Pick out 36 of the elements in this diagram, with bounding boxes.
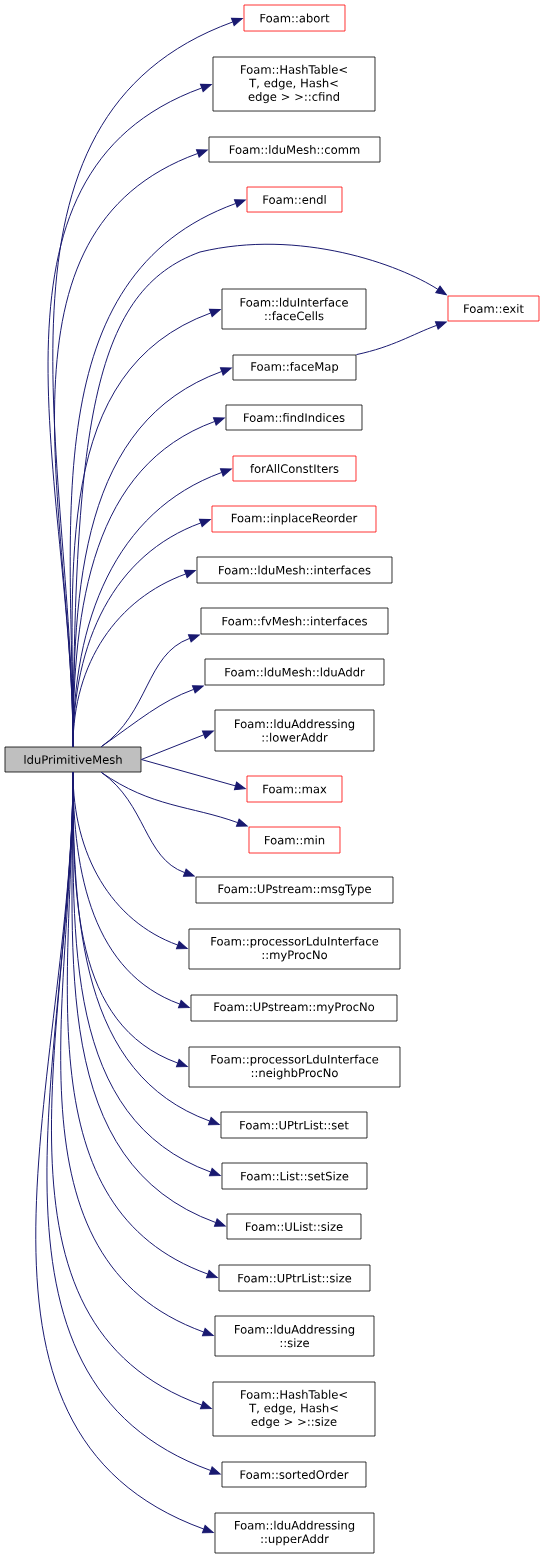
function-box: Foam::processorLduInterface ::myProcNo xyxy=(188,928,401,970)
function-box: Foam::lduMesh::comm xyxy=(208,136,381,163)
arrow xyxy=(100,771,195,877)
function-box: Foam::processorLduInterface ::neighbProcNo xyxy=(188,1046,401,1088)
function-box: Foam::inplaceReorder xyxy=(211,505,377,533)
function-box: Foam::UPtrList::size xyxy=(218,1264,371,1292)
arrow xyxy=(355,321,447,356)
function-box: Foam::lduAddressing ::lowerAddr xyxy=(214,709,375,752)
function-box: Foam::endl xyxy=(246,186,343,213)
arrow xyxy=(72,569,196,748)
function-box: Foam::UPstream::msgType xyxy=(195,876,394,904)
function-box: Foam::findIndices xyxy=(225,404,363,431)
function-box: Foam::lduAddressing ::upperAddr xyxy=(214,1512,375,1554)
function-box: Foam::HashTable< T, edge, Hash< edge > >::size xyxy=(212,1381,376,1437)
function-box: Foam::lduAddressing ::size xyxy=(214,1315,375,1357)
function-box: Foam::UPstream::myProcNo xyxy=(190,994,398,1022)
function-box: Foam::UPtrList::set xyxy=(220,1111,368,1139)
function-box: Foam::max xyxy=(246,775,343,803)
function-box: Foam::List::setSize xyxy=(221,1162,368,1190)
function-box: lduPrimitiveMesh xyxy=(4,746,142,773)
function-box: Foam::min xyxy=(248,826,341,854)
function-box: Foam::abort xyxy=(243,4,346,32)
arrow xyxy=(35,771,214,1534)
function-box: forAllConstIters xyxy=(232,455,357,482)
function-box: Foam::faceMap xyxy=(232,354,357,381)
function-box: Foam::sortedOrder xyxy=(221,1461,367,1488)
function-box: Foam::UList::size xyxy=(226,1213,362,1240)
function-box: Foam::exit xyxy=(447,295,540,322)
arrow xyxy=(140,759,246,791)
arrow xyxy=(140,730,214,760)
function-box: Foam::lduMesh::lduAddr xyxy=(204,658,385,686)
arrow xyxy=(100,685,204,748)
function-box: Foam::fvMesh::interfaces xyxy=(200,607,389,635)
function-box: Foam::lduInterface ::faceCells xyxy=(221,288,367,330)
function-box: Foam::lduMesh::interfaces xyxy=(196,556,393,584)
function-box: Foam::HashTable< T, edge, Hash< edge > >::cfind xyxy=(212,56,376,112)
